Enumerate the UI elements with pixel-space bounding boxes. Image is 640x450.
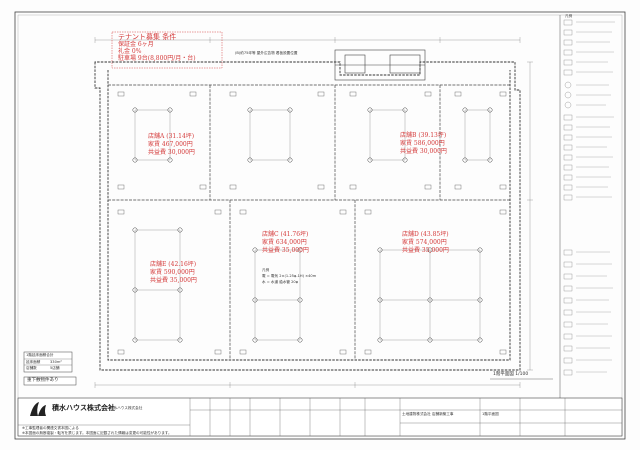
area-label: 延床面積 (26, 360, 41, 364)
unit-a-fee: 共益費 30,000円 (148, 149, 195, 156)
unit-a-rent: 家賃 467,000円 (148, 141, 193, 148)
legend-column (563, 19, 573, 376)
unit-b-rent: 家賃 586,000円 (400, 140, 445, 147)
unit-b-name: 店舗B (39.13坪) (400, 132, 447, 139)
tenant-info-line: 駐車場 9台(8,800円/月・台) (118, 55, 196, 62)
footer-note: ※工事監理者の関連文書本図による (22, 426, 79, 430)
area-value: 5店舗 (50, 366, 60, 370)
tenant-info-line: 保証金 6ヶ月 (118, 41, 154, 48)
legend-title: 凡例 (565, 14, 573, 18)
building-outline (94, 61, 521, 371)
unit-c-name: 店舗C (41.76坪) (262, 231, 309, 238)
area-value: 330m² (50, 360, 62, 364)
company-name: 積水ハウス株式会社 (52, 404, 115, 412)
tenant-info-title: テナント募集 条件 (118, 33, 177, 41)
unit-e-fee: 共益費 35,000円 (150, 277, 197, 284)
unit-c-fee: 共益費 35,000円 (262, 247, 309, 254)
plan-legend-title: 凡例 (262, 268, 270, 272)
area-label: 店舗数 (26, 366, 37, 370)
top-note: (B)約75坪等 屋外広告物 看板設置位置 (235, 51, 298, 55)
footer-note: ※本図面の無断複製・転写を禁じます。本図面に記載された情報は変更の可能性がありま… (22, 431, 172, 435)
tenant-info-line: 礼金 0% (118, 48, 142, 55)
area-label: 1階延床面積合計 (26, 353, 54, 357)
project-owner: 土地建物株式会社 店舗新築工事 (402, 412, 454, 416)
unit-d-name: 店舗D (43.85坪) (402, 231, 449, 238)
unit-c-rent: 家賃 634,000円 (262, 239, 307, 246)
unit-d-fee: 共益費 35,000円 (402, 247, 449, 254)
unit-b-fee: 共益費 30,000円 (400, 148, 447, 155)
left-tag: 重下敷物件あり (27, 378, 59, 383)
company-sub: 積水ハウス株式会社 (110, 406, 143, 410)
unit-e-rent: 家賃 590,000円 (150, 269, 195, 276)
plan-legend-line: 電 = 電気 2×(1.25φ-1H) ×40m (262, 274, 317, 278)
company-logo-icon (30, 402, 46, 416)
unit-d-rent: 家賃 574,000円 (402, 239, 447, 246)
drawing-title: 1階平面図 (482, 412, 499, 416)
scale-label: 1階平面図 1/100 (493, 372, 529, 377)
unit-e-name: 店舗E (42.16坪) (150, 261, 197, 268)
unit-a-name: 店舗A (31.14坪) (148, 133, 195, 140)
plan-legend-line: 水 = 水道 給水管 20φ (262, 280, 299, 284)
